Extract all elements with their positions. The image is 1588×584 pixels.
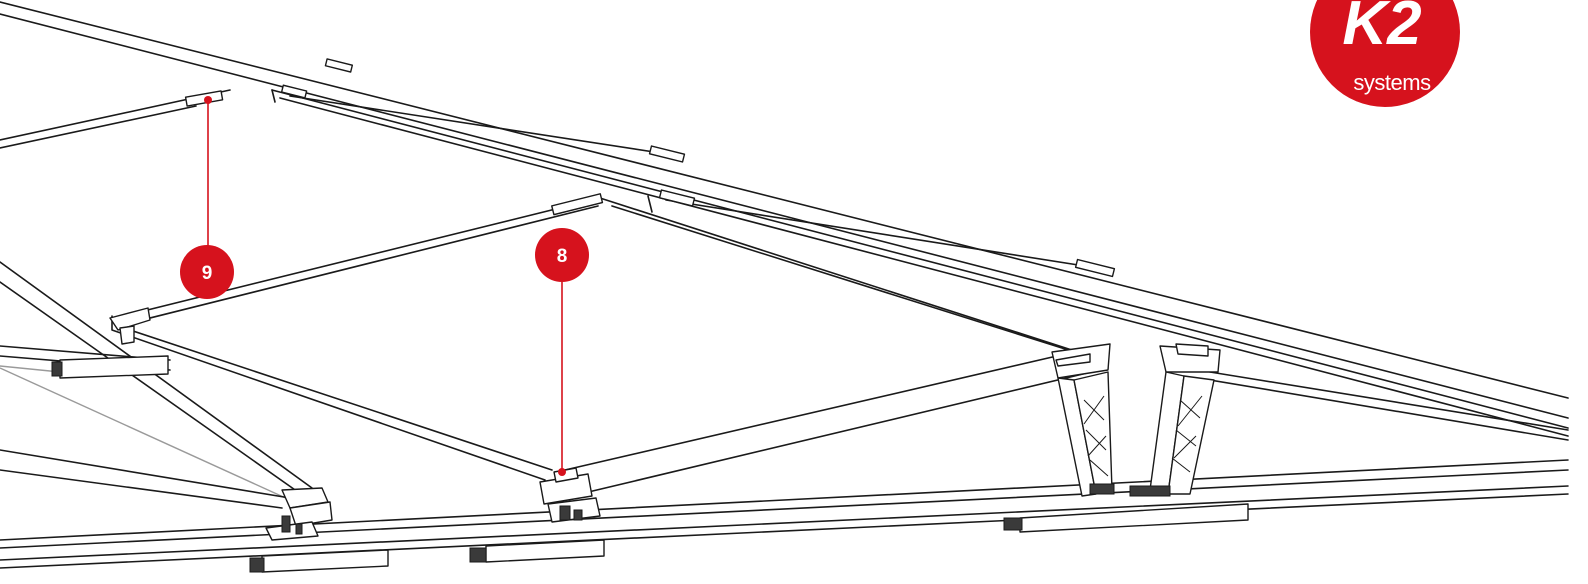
left-panel-bottom-edge	[0, 449, 291, 499]
lower-panel-bottom-edge-inner	[579, 367, 1109, 495]
clamp-mid	[280, 84, 308, 99]
lower-panel-left-edge-inner	[117, 325, 553, 471]
bracket-left	[265, 487, 333, 541]
left-panel-top-edge-inner	[0, 105, 197, 149]
rail-connector-3	[485, 539, 605, 563]
bracket-tall-1	[1051, 343, 1115, 497]
logo-circle	[1310, 0, 1460, 107]
base-rail-top	[0, 459, 1569, 541]
left-panel-lower-edge-inner	[0, 281, 299, 493]
lower-panel-top-edge-inner	[117, 205, 599, 327]
right-panel-lower-edge-inner	[1209, 379, 1569, 441]
lower-panel-right-edge	[599, 197, 1079, 353]
upper-panel-inner-diagonal	[289, 95, 681, 157]
right-panel-lower-edge	[1209, 371, 1569, 431]
bracket-tall-2	[1129, 343, 1221, 497]
rail-connector-4-end	[1003, 517, 1023, 531]
module-clamps	[109, 58, 1116, 345]
rail-connector-4	[1019, 503, 1249, 533]
clamp-upper-mid	[648, 145, 686, 163]
clamp-top-left	[184, 90, 224, 107]
clamp-top-1	[324, 58, 354, 73]
callout-9-badge	[180, 245, 234, 299]
rail-connector-2-end	[249, 557, 265, 573]
callout-9: 9	[180, 96, 234, 299]
base-rail-bottom	[0, 485, 1569, 561]
lower-panel-bottom-edge	[564, 345, 1101, 471]
rail-connector-3-end	[469, 547, 487, 563]
clamp-lower-left-foot	[119, 325, 135, 345]
clamp-lower-left-corner	[109, 307, 151, 331]
base-rail-top-inner	[0, 469, 1569, 549]
upper-panel-mid-edge-inner	[279, 97, 1569, 437]
upper-panel-inner-diagonal-2	[665, 199, 1111, 271]
support-brackets	[265, 343, 1221, 541]
solar-panel-frames	[0, 1, 1569, 509]
upper-panel-joint	[271, 89, 276, 103]
callout-9-label: 9	[202, 263, 213, 284]
logo-k2-mark: K2	[1342, 0, 1421, 58]
rail-connector-1-end	[51, 361, 63, 377]
clamp-upper-right	[658, 189, 696, 207]
base-rail-bottom-inner	[0, 493, 1569, 569]
upper-panel-top-edge	[0, 1, 1569, 399]
callout-8: 8	[535, 228, 589, 476]
base-rails	[0, 345, 1569, 573]
callout-8-label: 8	[557, 246, 568, 267]
left-panel-shadow-edge	[0, 367, 291, 501]
k2-systems-logo: K2 systems	[1310, 0, 1460, 107]
lower-panel-left-edge	[111, 315, 546, 481]
left-panel-bottom-edge-inner	[0, 469, 283, 509]
callout-8-badge	[535, 228, 589, 282]
lower-panel-top-edge	[114, 197, 601, 319]
upper-panel-top-edge-inner	[0, 13, 1569, 419]
lower-panel-right-edge-inner	[611, 205, 1101, 361]
logo-tagline: systems	[1353, 70, 1431, 95]
upper-panel-joint-2	[647, 195, 653, 213]
upper-panel-mid-edge	[271, 89, 1569, 429]
bracket-middle	[539, 467, 601, 523]
rail-connector-1	[59, 355, 169, 379]
left-rail-shadow	[0, 365, 61, 373]
clamp-lower-top	[551, 193, 604, 216]
rail-connector-2	[261, 549, 389, 573]
clamp-far-right	[1074, 258, 1116, 278]
